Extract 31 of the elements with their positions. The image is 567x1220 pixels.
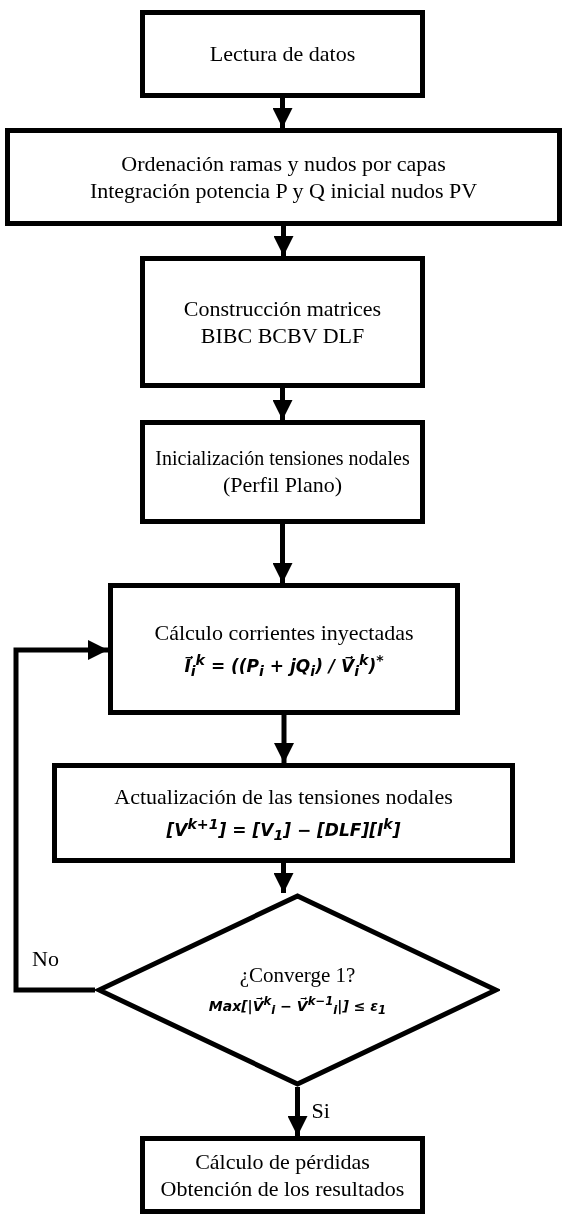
arrow [274, 715, 294, 763]
formula: I⃗$_{i}$$^{k}$ = ((P$_{i}$ + jQ$_{i}$) / V⃗$_{i}$$^{k}$)$^{*}$ [184, 652, 384, 680]
arrow [272, 98, 293, 128]
formula: [V$^{k+1}$] = [V$_{1}$] − [DLF][I$^{k}$] [166, 816, 401, 844]
process-box [140, 256, 425, 388]
arrow [273, 226, 294, 256]
decision-diamond [95, 893, 500, 1087]
box-text: BIBC BCBV DLF [200, 322, 365, 350]
box-title: Lectura de datos [209, 40, 356, 68]
box-text: Obtención de los resultados [160, 1175, 405, 1203]
arrow [273, 863, 294, 893]
process-box [52, 763, 515, 863]
arrow [272, 388, 293, 420]
arrow [272, 524, 293, 583]
box-title: Actualización de las tensiones nodales [114, 782, 453, 811]
box-title: Construcción matrices [183, 294, 382, 322]
box-title: Ordenación ramas y nudos por capas [121, 149, 446, 177]
process-box [108, 583, 460, 715]
process-box [140, 1136, 425, 1214]
box-title: ¿Converge 1? [239, 962, 356, 989]
arrow [287, 1087, 308, 1136]
process-box [5, 128, 562, 226]
box-title: Cálculo corrientes inyectadas [154, 618, 414, 647]
process-box [140, 10, 425, 98]
formula: Max[|V⃗$^{k}$$_{i}$ − V⃗$^{k−1}$$_{i}$|] ≤ ε$_{1}$ [208, 994, 387, 1018]
arrow [13, 640, 108, 993]
box-text: (Perfil Plano) [222, 470, 343, 499]
box-title: Inicialización tensiones nodales [155, 445, 410, 471]
box-text: Integración potencia P y Q inicial nudos PV [89, 177, 478, 205]
box-title: Cálculo de pérdidas [195, 1147, 370, 1175]
process-box [140, 420, 425, 524]
